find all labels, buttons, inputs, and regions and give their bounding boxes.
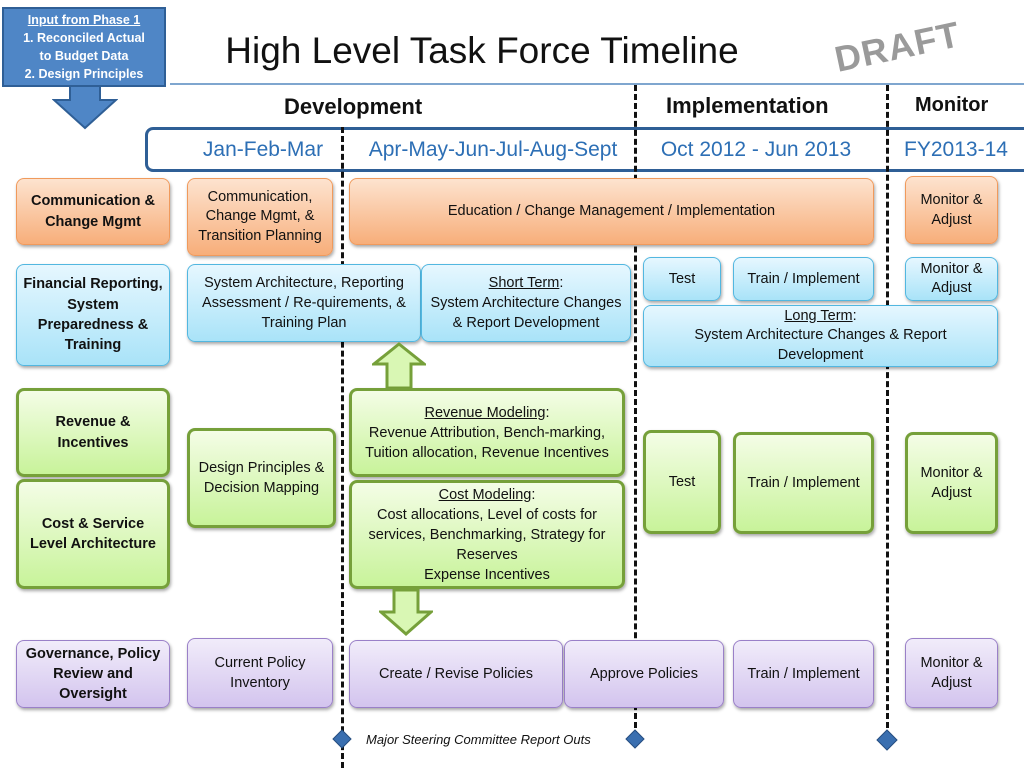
box-revenue-modeling: Revenue Modeling: Revenue Attribution, B… — [349, 388, 625, 477]
box-cost-modeling: Cost Modeling: Cost allocations, Level o… — [349, 480, 625, 589]
long-term-title: Long Term — [784, 307, 853, 324]
input-from-phase1: Input from Phase 1 1. Reconciled Actual … — [2, 7, 166, 87]
input-line2: to Budget Data — [39, 49, 129, 64]
period-oct-jun: Oct 2012 - Jun 2013 — [660, 138, 852, 161]
row-label-revenue: Revenue & Incentives — [16, 388, 170, 477]
box-approve-policies: Approve Policies — [564, 640, 724, 708]
revenue-modeling-body: Revenue Attribution, Bench-marking, Tuit… — [365, 424, 609, 461]
box-green-train: Train / Implement — [733, 432, 874, 534]
box-comm-planning: Communication, Change Mgmt, & Transition… — [187, 178, 333, 256]
short-term-title: Short Term — [488, 274, 560, 291]
period-q1: Jan-Feb-Mar — [202, 138, 324, 161]
box-long-term: Long Term: System Architecture Changes &… — [643, 305, 998, 367]
box-short-term: Short Term: System Architecture Changes … — [421, 264, 631, 342]
title-rule — [170, 83, 1024, 85]
down-arrow-icon-2 — [379, 588, 433, 636]
divider-line-2 — [634, 85, 637, 737]
row-label-communication: Communication & Change Mgmt — [16, 178, 170, 245]
long-term-body: System Architecture Changes & Report Dev… — [694, 327, 947, 363]
divider-line-1 — [341, 127, 344, 768]
box-green-test: Test — [643, 430, 721, 534]
box-green-monitor: Monitor & Adjust — [905, 432, 998, 534]
box-education: Education / Change Management / Implemen… — [349, 178, 874, 245]
milestone-diamond-3 — [876, 729, 898, 751]
input-line1: 1. Reconciled Actual — [23, 31, 145, 46]
box-design-principles: Design Principles & Decision Mapping — [187, 428, 336, 528]
phase-implementation: Implementation — [666, 93, 829, 118]
input-line3: 2. Design Principles — [24, 67, 144, 82]
box-fin-test: Test — [643, 257, 721, 301]
cost-modeling-tail: Expense Incentives — [424, 566, 550, 583]
row-label-financial: Financial Reporting, System Preparedness… — [16, 264, 170, 366]
period-apr-sept: Apr-May-Jun-Jul-Aug-Sept — [368, 138, 618, 161]
input-title: Input from Phase 1 — [27, 13, 141, 27]
box-fin-monitor: Monitor & Adjust — [905, 257, 998, 301]
period-bar — [145, 127, 1024, 172]
box-gov-monitor: Monitor & Adjust — [905, 638, 998, 708]
cost-modeling-title: Cost Modeling — [438, 486, 532, 503]
milestone-label: Major Steering Committee Report Outs — [366, 732, 591, 747]
revenue-modeling-title: Revenue Modeling — [424, 404, 546, 421]
phase-monitor: Monitor — [915, 94, 989, 116]
row-label-governance: Governance, Policy Review and Oversight — [16, 640, 170, 708]
box-fin-train: Train / Implement — [733, 257, 874, 301]
page-title: High Level Task Force Timeline — [225, 30, 739, 71]
milestone-diamond-1 — [332, 729, 352, 749]
box-comm-monitor: Monitor & Adjust — [905, 176, 998, 244]
phase-development: Development — [284, 94, 423, 119]
down-arrow-icon — [52, 86, 118, 130]
divider-line-3 — [886, 85, 889, 737]
up-arrow-icon — [372, 342, 426, 390]
period-fy: FY2013-14 — [904, 138, 1008, 161]
short-term-body: System Architecture Changes & Report Dev… — [430, 294, 622, 332]
box-system-architecture: System Architecture, Reporting Assessmen… — [187, 264, 421, 342]
box-create-policies: Create / Revise Policies — [349, 640, 563, 708]
row-label-cost: Cost & Service Level Architecture — [16, 479, 170, 589]
box-policy-inventory: Current Policy Inventory — [187, 638, 333, 708]
box-gov-train: Train / Implement — [733, 640, 874, 708]
milestone-diamond-2 — [625, 729, 645, 749]
cost-modeling-body: Cost allocations, Level of costs for ser… — [368, 506, 606, 563]
